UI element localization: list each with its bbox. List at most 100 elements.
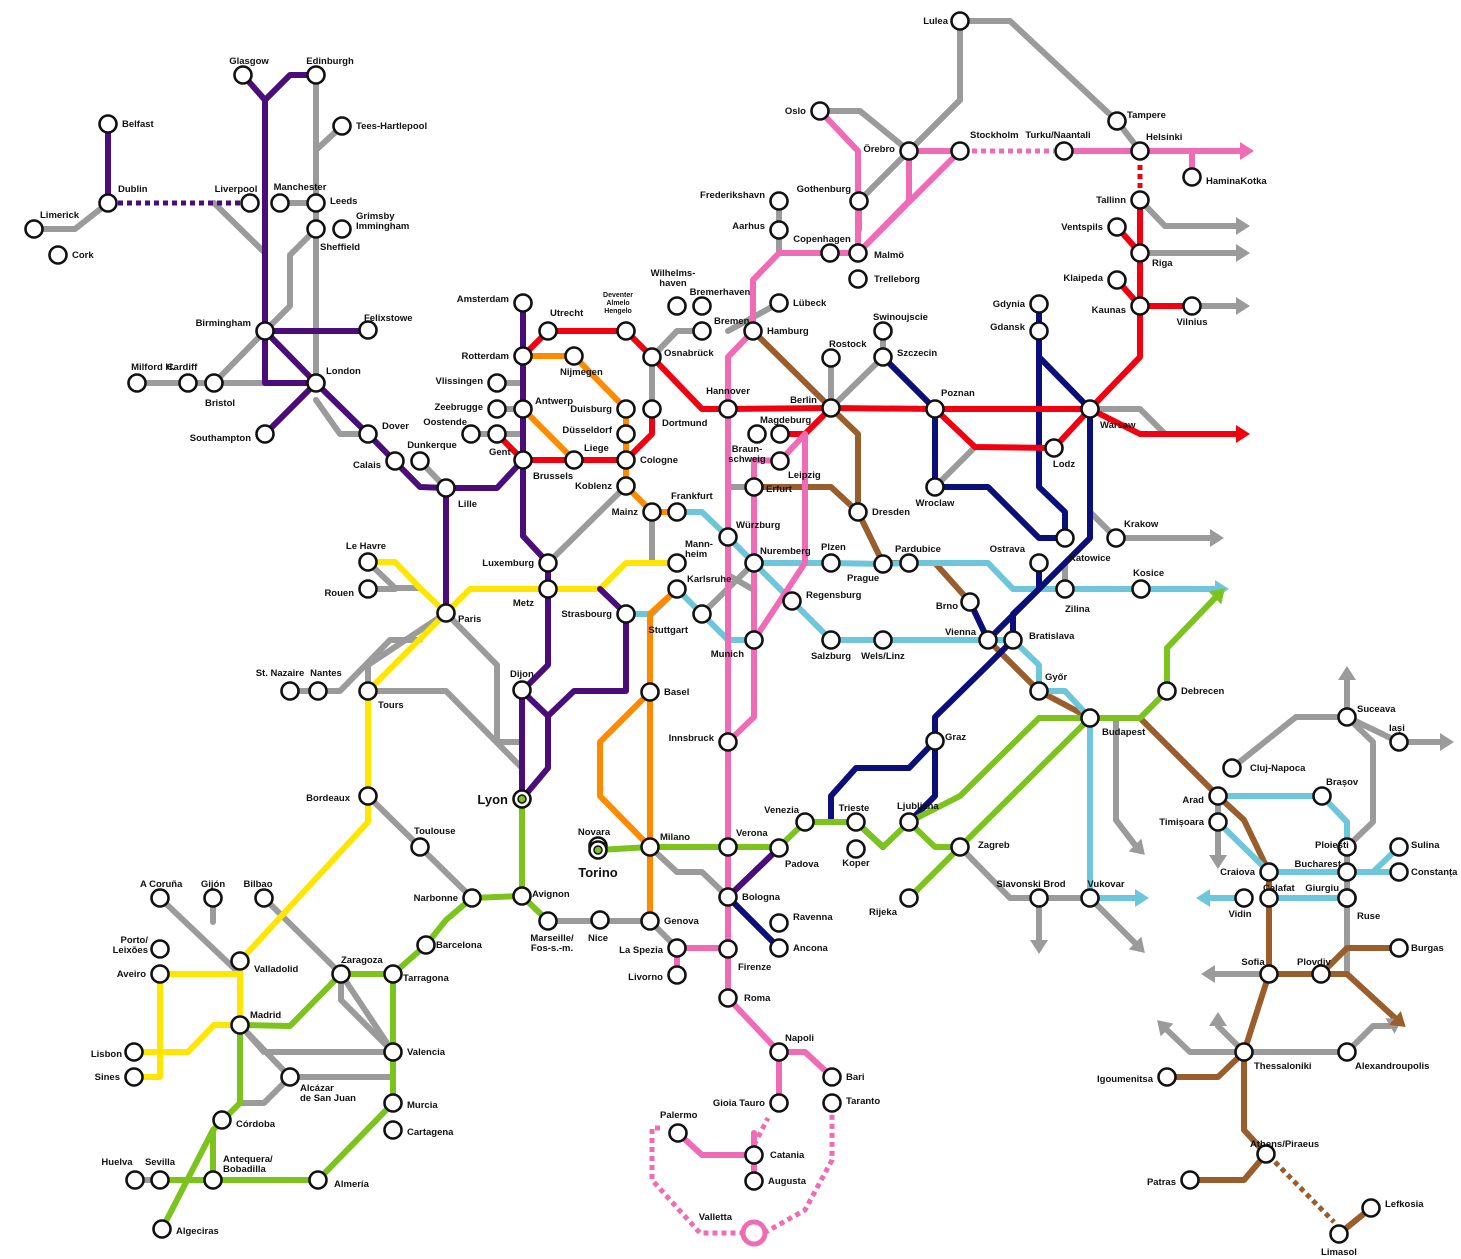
- station-marker-basel[interactable]: [640, 682, 660, 702]
- station-marker-innsbruck[interactable]: [718, 732, 738, 752]
- station-marker-craiova[interactable]: [1259, 862, 1279, 882]
- station-marker-dortmund[interactable]: [642, 399, 662, 419]
- station-marker-debrecen[interactable]: [1157, 681, 1177, 701]
- station-marker-tours[interactable]: [358, 681, 378, 701]
- station-marker-orebro[interactable]: [899, 141, 919, 161]
- station-marker-paris[interactable]: [436, 603, 456, 623]
- station-marker-swinoujscie[interactable]: [873, 321, 893, 341]
- station-marker-brussels[interactable]: [513, 450, 533, 470]
- station-marker-palermo[interactable]: [668, 1123, 688, 1143]
- station-marker-gyor[interactable]: [1029, 681, 1049, 701]
- station-marker-bratislava[interactable]: [1003, 630, 1023, 650]
- station-marker-budapest[interactable]: [1080, 708, 1100, 728]
- station-marker-riga[interactable]: [1130, 243, 1150, 263]
- station-marker-gothenburg[interactable]: [849, 191, 869, 211]
- station-marker-taranto[interactable]: [822, 1093, 842, 1113]
- station-marker-bologna[interactable]: [718, 887, 738, 907]
- station-marker-gioiatauro[interactable]: [769, 1093, 789, 1113]
- station-marker-krakow[interactable]: [1106, 528, 1126, 548]
- station-marker-zaragoza[interactable]: [331, 964, 351, 984]
- station-marker-vlissingen[interactable]: [487, 373, 507, 393]
- station-marker-toulouse[interactable]: [410, 837, 430, 857]
- station-marker-tampere[interactable]: [1107, 111, 1127, 131]
- station-marker-rostock[interactable]: [821, 348, 841, 368]
- station-marker-koblenz[interactable]: [616, 476, 636, 496]
- station-marker-calafat[interactable]: [1259, 888, 1279, 908]
- station-marker-dunkerque[interactable]: [410, 451, 430, 471]
- station-marker-pardubice[interactable]: [899, 553, 919, 573]
- station-marker-liege[interactable]: [564, 450, 584, 470]
- station-marker-brno[interactable]: [960, 592, 980, 612]
- station-marker-nuremberg[interactable]: [744, 553, 764, 573]
- station-marker-limasol[interactable]: [1329, 1224, 1349, 1244]
- station-marker-dusseldorf[interactable]: [616, 424, 636, 444]
- station-marker-almeria[interactable]: [308, 1170, 328, 1190]
- station-marker-poznan[interactable]: [925, 399, 945, 419]
- station-marker-porto[interactable]: [150, 939, 170, 959]
- station-marker-lisbon[interactable]: [124, 1042, 144, 1062]
- station-marker-burgas[interactable]: [1389, 938, 1409, 958]
- station-marker-valencia[interactable]: [383, 1042, 403, 1062]
- station-marker-slavonski[interactable]: [1029, 888, 1049, 908]
- station-marker-valletta[interactable]: [740, 1219, 768, 1247]
- station-marker-ljubljana[interactable]: [899, 812, 919, 832]
- station-marker-klaipeda[interactable]: [1107, 270, 1127, 290]
- station-marker-clujnapoca[interactable]: [1222, 758, 1242, 778]
- station-marker-prague[interactable]: [873, 554, 893, 574]
- station-marker-braunschweig[interactable]: [747, 424, 767, 444]
- station-marker-deventer[interactable]: [616, 321, 636, 341]
- station-marker-munich[interactable]: [744, 630, 764, 650]
- station-marker-ravenna[interactable]: [769, 913, 789, 933]
- station-marker-acoruna[interactable]: [150, 888, 170, 908]
- station-marker-antwerp[interactable]: [513, 399, 533, 419]
- station-marker-trieste[interactable]: [846, 812, 866, 832]
- station-marker-grimsby[interactable]: [332, 219, 352, 239]
- station-marker-murcia[interactable]: [383, 1093, 403, 1113]
- station-marker-felixstowe[interactable]: [358, 320, 378, 340]
- station-marker-dijon[interactable]: [512, 680, 532, 700]
- station-marker-frankfurt[interactable]: [667, 502, 687, 522]
- station-marker-bucharest[interactable]: [1337, 862, 1357, 882]
- station-marker-napoli[interactable]: [769, 1042, 789, 1062]
- station-marker-vilnius[interactable]: [1182, 296, 1202, 316]
- station-marker-lulea[interactable]: [950, 11, 970, 31]
- station-marker-constanta[interactable]: [1389, 862, 1409, 882]
- station-marker-vidin[interactable]: [1234, 888, 1254, 908]
- station-marker-hamburg[interactable]: [743, 321, 763, 341]
- station-marker-metz[interactable]: [538, 579, 558, 599]
- station-marker-antequera[interactable]: [203, 1170, 223, 1190]
- station-marker-regensburg[interactable]: [782, 591, 802, 611]
- station-marker-bordeaux[interactable]: [358, 786, 378, 806]
- station-marker-haminakotka[interactable]: [1182, 167, 1202, 187]
- station-marker-turku[interactable]: [1054, 141, 1074, 161]
- station-marker-brasov[interactable]: [1312, 786, 1332, 806]
- station-marker-tallinn[interactable]: [1130, 190, 1150, 210]
- station-marker-catania[interactable]: [744, 1145, 764, 1165]
- station-marker-manchester[interactable]: [270, 193, 290, 213]
- station-marker-patras[interactable]: [1180, 1170, 1200, 1190]
- station-marker-ruse[interactable]: [1337, 888, 1357, 908]
- station-marker-dublin[interactable]: [98, 193, 118, 213]
- station-marker-erfurt[interactable]: [744, 477, 764, 497]
- station-marker-lehavre[interactable]: [358, 552, 378, 572]
- station-marker-amsterdam[interactable]: [513, 293, 533, 313]
- station-marker-tees[interactable]: [332, 116, 352, 136]
- station-marker-lille[interactable]: [436, 478, 456, 498]
- station-marker-duisburg[interactable]: [616, 399, 636, 419]
- station-marker-gijon[interactable]: [203, 888, 223, 908]
- station-marker-genova[interactable]: [640, 911, 660, 931]
- station-marker-dresden[interactable]: [848, 502, 868, 522]
- station-marker-sevilla[interactable]: [150, 1170, 170, 1190]
- station-marker-bilbao[interactable]: [254, 888, 274, 908]
- station-marker-firenze[interactable]: [718, 939, 738, 959]
- station-marker-mainz[interactable]: [642, 502, 662, 522]
- station-marker-venezia[interactable]: [795, 812, 815, 832]
- station-marker-edinburgh[interactable]: [306, 65, 326, 85]
- station-marker-algeciras[interactable]: [152, 1219, 172, 1239]
- station-marker-roma[interactable]: [718, 988, 738, 1008]
- station-marker-alcazar[interactable]: [280, 1067, 300, 1087]
- station-marker-barcelona[interactable]: [416, 935, 436, 955]
- station-marker-sines[interactable]: [124, 1067, 144, 1087]
- station-marker-laspezia[interactable]: [667, 938, 687, 958]
- station-marker-narbonne[interactable]: [462, 888, 482, 908]
